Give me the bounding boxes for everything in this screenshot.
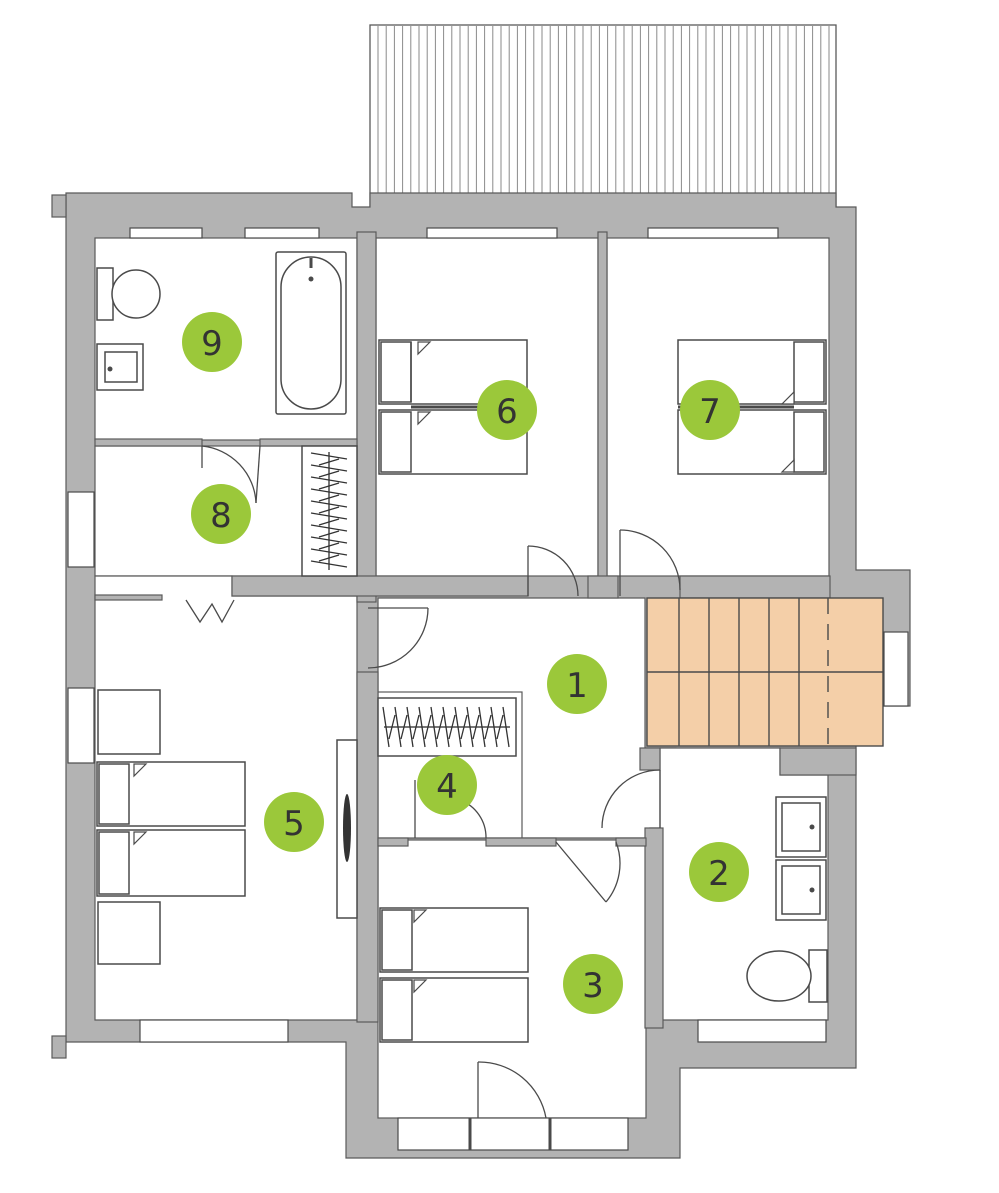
window-icon xyxy=(426,227,558,239)
room-marker-7: 7 xyxy=(680,380,740,440)
toilet-icon xyxy=(96,267,161,321)
room-marker-4: 4 xyxy=(417,755,477,815)
stairs-icon xyxy=(646,597,884,747)
window-icon xyxy=(244,227,320,239)
interior-walls xyxy=(94,231,857,1029)
bed-icon xyxy=(96,829,246,897)
door-icon xyxy=(527,545,579,597)
doors xyxy=(185,445,681,1119)
bathtub-icon xyxy=(275,251,347,415)
radiator-icon xyxy=(336,739,358,919)
bed-icon xyxy=(379,977,529,1043)
bathroom-9-fixtures xyxy=(96,251,347,415)
room-marker-6: 6 xyxy=(477,380,537,440)
room-marker-3: 3 xyxy=(563,954,623,1014)
window-icon xyxy=(697,1019,827,1043)
room-number-3: 3 xyxy=(582,966,604,1006)
nightstand xyxy=(97,901,161,965)
room-marker-2: 2 xyxy=(689,842,749,902)
room-number-5: 5 xyxy=(283,804,305,844)
door-icon xyxy=(201,445,261,504)
toilet-icon xyxy=(746,949,828,1003)
room-marker-1: 1 xyxy=(547,654,607,714)
room-number-4: 4 xyxy=(436,767,458,807)
bathroom-2-fixtures xyxy=(746,796,828,1003)
room-marker-5: 5 xyxy=(264,792,324,852)
sink-icon xyxy=(775,859,827,921)
room-number-9: 9 xyxy=(201,324,223,364)
windows xyxy=(67,227,909,1151)
window-icon xyxy=(67,687,95,764)
terrace xyxy=(369,24,837,211)
window-icon xyxy=(397,1117,629,1151)
room-number-1: 1 xyxy=(566,666,588,706)
room-marker-8: 8 xyxy=(191,484,251,544)
bed-icon xyxy=(96,761,246,827)
sink-icon xyxy=(775,796,827,858)
nightstand xyxy=(97,689,161,755)
bed-icon xyxy=(677,339,827,405)
beds xyxy=(96,339,827,1043)
wardrobe-icon xyxy=(301,445,358,577)
window-icon xyxy=(129,227,203,239)
window-icon xyxy=(883,631,909,707)
door-icon xyxy=(619,529,681,596)
window-icon xyxy=(647,227,779,239)
room-marker-9: 9 xyxy=(182,312,242,372)
room-number-6: 6 xyxy=(496,392,518,432)
room-number-8: 8 xyxy=(210,496,232,536)
door-icon xyxy=(601,769,661,829)
bed-icon xyxy=(379,907,529,973)
folding-door-icon xyxy=(185,599,235,624)
door-icon xyxy=(555,841,621,903)
door-icon xyxy=(367,607,429,669)
room-number-2: 2 xyxy=(708,854,730,894)
sink-icon xyxy=(96,343,144,391)
room-markers: 1 2 3 4 5 6 7 8 xyxy=(182,312,749,1014)
window-icon xyxy=(139,1019,289,1043)
wardrobe-icon xyxy=(377,697,517,757)
door-icon xyxy=(477,1061,547,1119)
room-number-7: 7 xyxy=(699,392,721,432)
window-icon xyxy=(67,491,95,568)
